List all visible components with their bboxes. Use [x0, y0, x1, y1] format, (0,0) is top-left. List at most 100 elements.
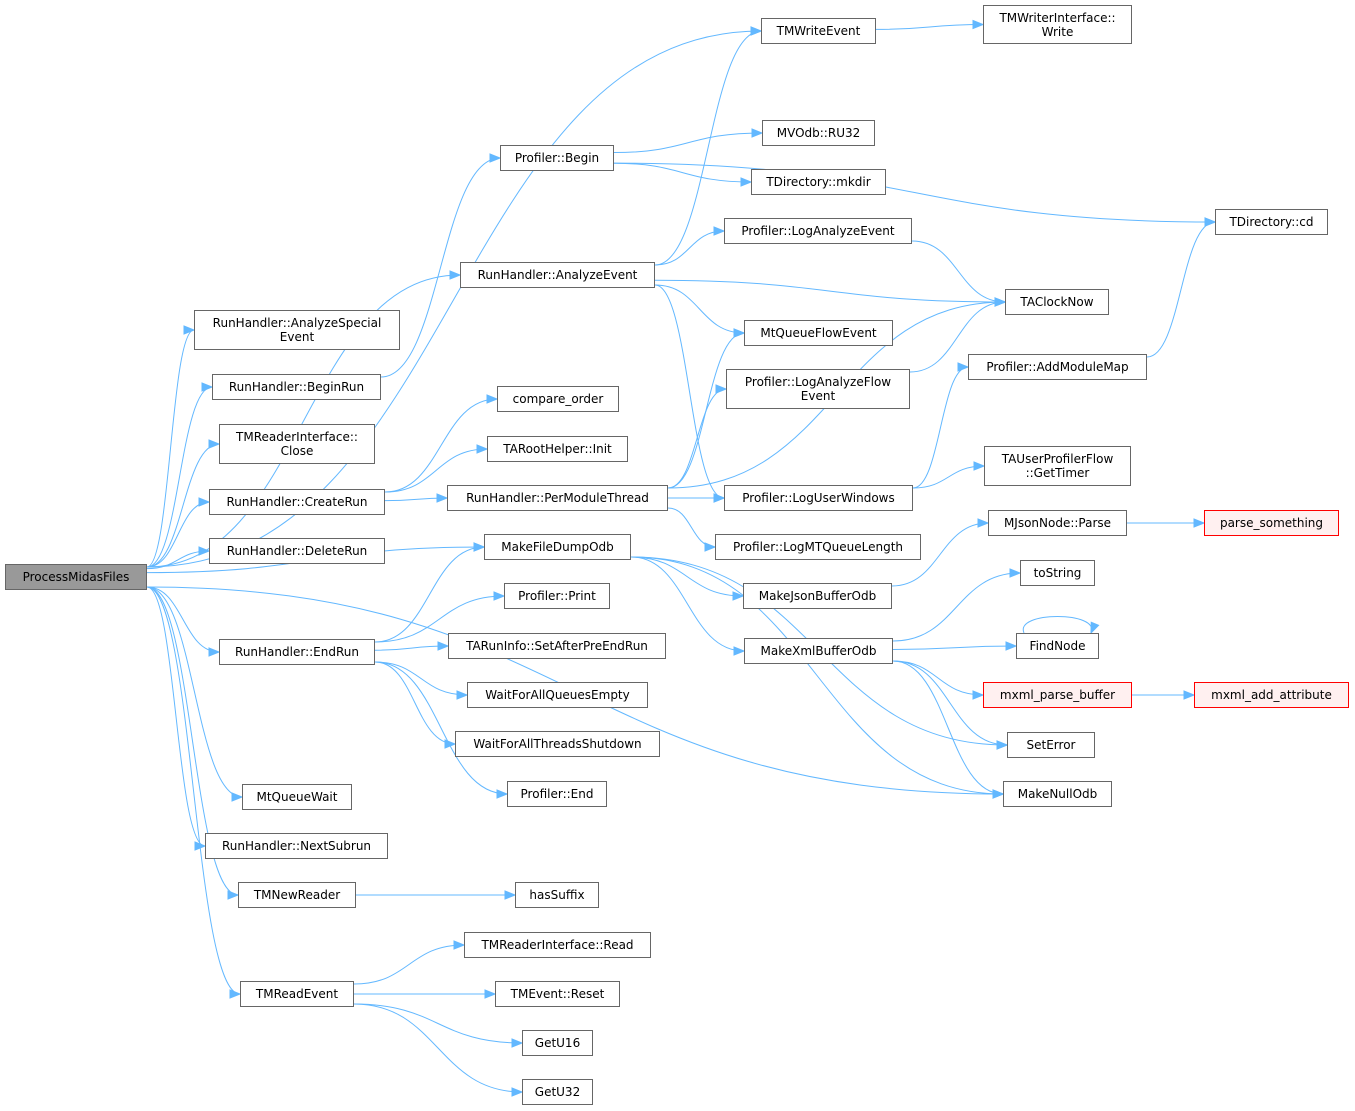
- edge-arrowhead-icon: [713, 493, 726, 503]
- edge-pmf-to-rhns: [146, 586, 206, 847]
- node-runhandler-endrun[interactable]: RunHandler::EndRun: [219, 639, 375, 665]
- edge-pluw-to-pamm: [912, 366, 969, 489]
- edge-pmf-to-rhcr: [146, 501, 210, 568]
- node-mtqueueflowevent[interactable]: MtQueueFlowEvent: [744, 320, 893, 346]
- node-waitforallqueuesempty[interactable]: WaitForAllQueuesEmpty: [467, 682, 648, 708]
- node-seterror[interactable]: SetError: [1007, 732, 1095, 758]
- node-makexmlbufferodb[interactable]: MakeXmlBufferOdb: [744, 638, 893, 664]
- edge-rher-to-pend: [374, 661, 508, 795]
- node-tostring[interactable]: toString: [1020, 560, 1095, 586]
- node-tmnewreader[interactable]: TMNewReader: [238, 882, 356, 908]
- edge-arrowhead-icon: [456, 690, 469, 700]
- edge-pmf-to-tmwe: [146, 30, 762, 568]
- node-tmreaderinterface-close[interactable]: TMReaderInterface:: Close: [219, 424, 375, 464]
- node-tmreaderinterface-read[interactable]: TMReaderInterface::Read: [464, 932, 651, 958]
- edge-arrowhead-icon: [1005, 641, 1018, 651]
- node-waitforallthreadsshutdown[interactable]: WaitForAllThreadsShutdown: [455, 731, 660, 757]
- node-mtqueuewait[interactable]: MtQueueWait: [242, 784, 352, 810]
- edge-rher-to-mfdo: [374, 546, 485, 643]
- edge-mxbo-to-mxpb: [892, 660, 984, 696]
- edge-arrowhead-icon: [208, 439, 221, 449]
- edge-arrowhead-icon: [972, 19, 985, 30]
- node-tdirectory-mkdir[interactable]: TDirectory::mkdir: [751, 169, 886, 195]
- node-profiler-addmodulemap[interactable]: Profiler::AddModuleMap: [968, 354, 1147, 380]
- node-tmevent-reset[interactable]: TMEvent::Reset: [495, 981, 620, 1007]
- edge-rhae-to-plae: [654, 230, 725, 266]
- node-mxml-add-attribute[interactable]: mxml_add_attribute: [1194, 682, 1349, 708]
- node-taruninfo-setafterpreendrun[interactable]: TARunInfo::SetAfterPreEndRun: [448, 633, 666, 659]
- node-makenullodb[interactable]: MakeNullOdb: [1003, 781, 1112, 807]
- node-mxml-parse-buffer[interactable]: mxml_parse_buffer: [983, 682, 1132, 708]
- edge-arrowhead-icon: [1090, 621, 1100, 635]
- edge-pmf-to-rher: [146, 586, 220, 653]
- node-taclocknow[interactable]: TAClockNow: [1005, 289, 1109, 315]
- edge-tmwe-to-tmwiw: [875, 24, 984, 30]
- node-processmidasfiles[interactable]: ProcessMidasFiles: [5, 564, 147, 590]
- edge-arrowhead-icon: [473, 542, 486, 552]
- edge-arrowhead-icon: [1183, 690, 1196, 700]
- node-findnode[interactable]: FindNode: [1016, 633, 1099, 659]
- edge-arrowhead-icon: [208, 647, 221, 657]
- edge-rhbr-to-pbegin: [380, 157, 501, 378]
- node-runhandler-nextsubrun[interactable]: RunHandler::NextSubrun: [205, 833, 388, 859]
- edge-arrowhead-icon: [511, 1038, 524, 1048]
- node-getu32[interactable]: GetU32: [522, 1079, 593, 1105]
- node-hassuffix[interactable]: hasSuffix: [515, 882, 599, 908]
- edge-arrowhead-icon: [486, 394, 499, 404]
- edge-arrowhead-icon: [715, 384, 728, 394]
- edge-arrowhead-icon: [740, 177, 753, 187]
- node-runhandler-deleterun[interactable]: RunHandler::DeleteRun: [209, 538, 385, 564]
- node-makejsonbufferodb[interactable]: MakeJsonBufferOdb: [743, 583, 892, 609]
- edge-arrowhead-icon: [229, 989, 242, 999]
- node-runhandler-analyzeevent[interactable]: RunHandler::AnalyzeEvent: [460, 262, 655, 288]
- node-compare-order[interactable]: compare_order: [497, 386, 619, 412]
- node-runhandler-analyzespecial-event[interactable]: RunHandler::AnalyzeSpecial Event: [194, 310, 400, 350]
- edge-rhpmt-to-plmtql: [667, 507, 716, 548]
- node-mvodb-ru32[interactable]: MVOdb::RU32: [762, 120, 875, 146]
- node-makefiledumpodb[interactable]: MakeFileDumpOdb: [484, 534, 631, 560]
- edge-arrowhead-icon: [957, 362, 970, 372]
- edge-rhae-to-clock: [654, 279, 1006, 303]
- node-runhandler-createrun[interactable]: RunHandler::CreateRun: [209, 489, 385, 515]
- node-tmwriteevent[interactable]: TMWriteEvent: [761, 18, 876, 44]
- node-parse-something[interactable]: parse_something: [1204, 510, 1339, 536]
- edge-arrowhead-icon: [504, 890, 517, 900]
- edge-arrowhead-icon: [1009, 568, 1022, 578]
- node-tmreadevent[interactable]: TMReadEvent: [240, 981, 354, 1007]
- edge-arrowhead-icon: [1193, 518, 1206, 528]
- edge-mfdo-to-mno: [630, 556, 1004, 795]
- edge-pmf-to-tmre: [146, 586, 241, 995]
- edge-mxbo-to-findnode: [892, 645, 1017, 650]
- edge-rher-to-sapere: [374, 645, 449, 651]
- node-profiler-loganalyzeevent[interactable]: Profiler::LogAnalyzeEvent: [724, 218, 912, 244]
- edge-arrowhead-icon: [977, 518, 990, 528]
- node-getu16[interactable]: GetU16: [522, 1030, 593, 1056]
- edge-tmre-to-getu32: [353, 1003, 523, 1093]
- node-profiler-logmtqueuelength[interactable]: Profiler::LogMTQueueLength: [715, 534, 921, 560]
- node-profiler-end[interactable]: Profiler::End: [507, 781, 607, 807]
- edge-arrowhead-icon: [227, 890, 240, 900]
- edge-rher-to-pprint: [374, 595, 505, 643]
- edge-arrowhead-icon: [750, 26, 763, 36]
- node-runhandler-beginrun[interactable]: RunHandler::BeginRun: [212, 374, 381, 400]
- node-profiler-loganalyzeflow-event[interactable]: Profiler::LogAnalyzeFlow Event: [726, 369, 910, 409]
- edge-plae-to-clock: [911, 240, 1006, 303]
- edge-pmf-to-rhbr: [146, 386, 213, 568]
- node-profiler-begin[interactable]: Profiler::Begin: [500, 145, 614, 171]
- node-tdirectory-cd[interactable]: TDirectory::cd: [1215, 209, 1328, 235]
- edge-arrowhead-icon: [493, 591, 506, 601]
- node-tmwriterinterface-write[interactable]: TMWriterInterface:: Write: [983, 5, 1132, 44]
- node-profiler-loguserwindows[interactable]: Profiler::LogUserWindows: [724, 485, 913, 511]
- edge-rhae-to-mqfe: [654, 284, 745, 334]
- edge-rhcr-to-trhi: [384, 448, 488, 493]
- node-profiler-print[interactable]: Profiler::Print: [504, 583, 610, 609]
- node-runhandler-permodulethread[interactable]: RunHandler::PerModuleThread: [447, 485, 668, 511]
- node-tauserprofilerflow-gettimer[interactable]: TAUserProfilerFlow ::GetTimer: [984, 446, 1131, 486]
- node-taroothelper-init[interactable]: TARootHelper::Init: [487, 436, 628, 462]
- node-mjsonnode-parse[interactable]: MJsonNode::Parse: [988, 510, 1127, 536]
- edge-pluw-to-gettimer: [912, 465, 985, 489]
- edge-mfdo-to-mxbo: [630, 556, 745, 652]
- edge-rhcr-to-co: [384, 398, 498, 493]
- edge-arrowhead-icon: [1204, 217, 1217, 227]
